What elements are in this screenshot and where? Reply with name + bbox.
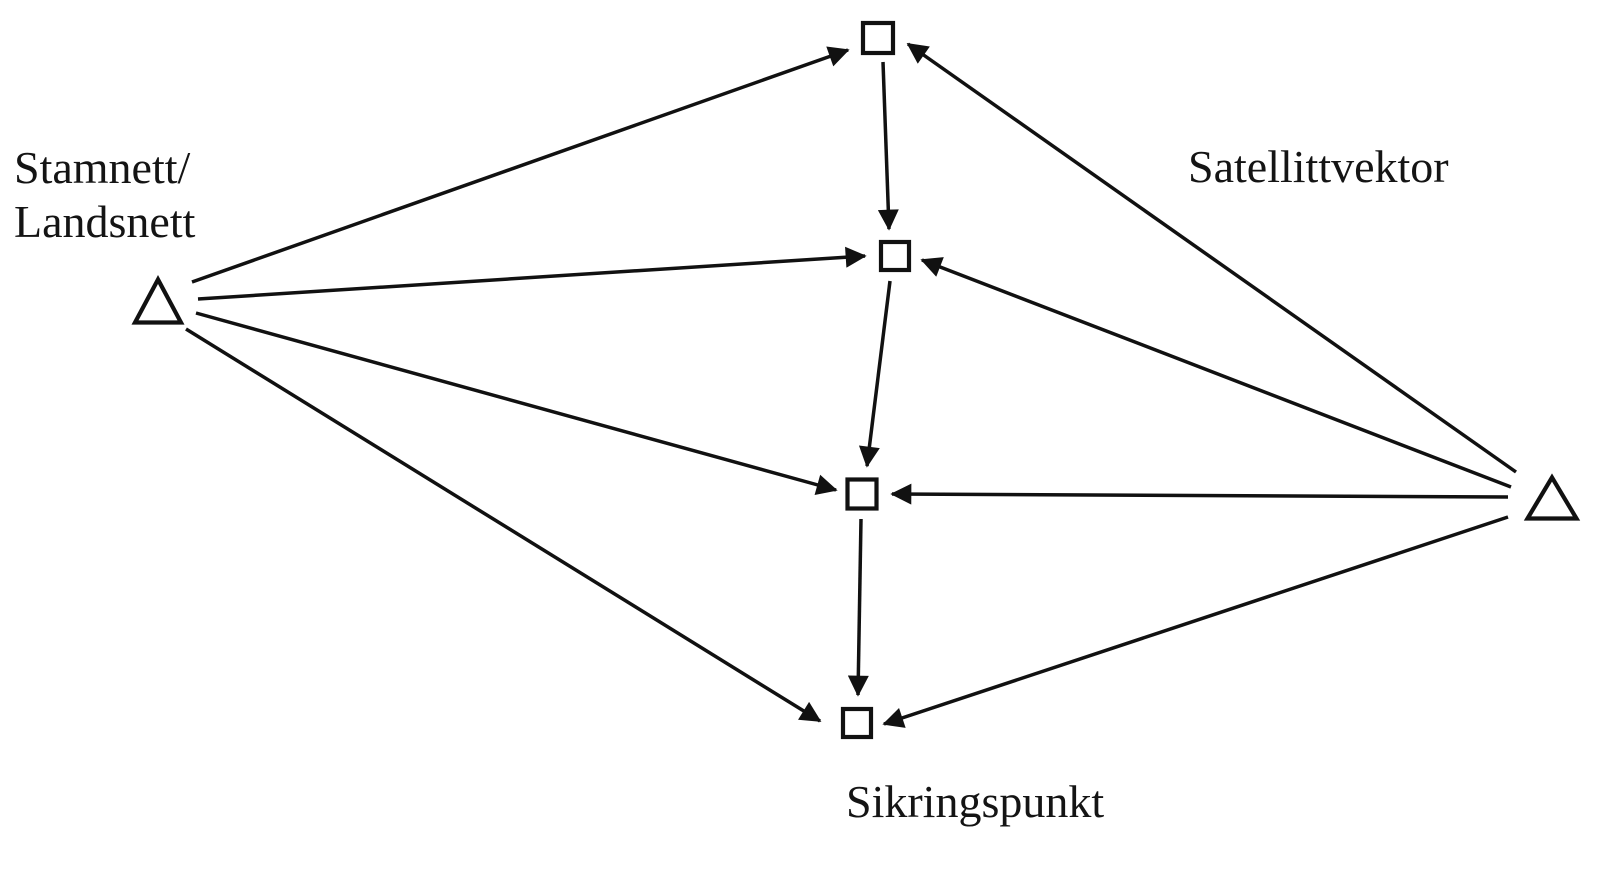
vector-arrow-triangle-right-to-square-3	[890, 483, 1509, 505]
vector-arrow-triangle-right-to-square-1	[906, 42, 1518, 474]
vector-arrow-triangle-right-to-square-2	[920, 257, 1512, 489]
label-satellittvektor: Satellittvektor	[1188, 141, 1449, 192]
label-sikringspunkt: Sikringspunkt	[846, 776, 1105, 827]
vector-arrow-square-3-to-square-4	[847, 518, 869, 697]
vector-edges-layer	[185, 42, 1518, 728]
securing-point-square-4	[840, 706, 874, 740]
securing-point-square-1	[860, 20, 896, 56]
vector-arrow-triangle-left-to-square-4	[185, 327, 822, 723]
vector-arrow-triangle-left-to-square-3	[195, 311, 838, 495]
known-point-triangle-left	[131, 275, 185, 325]
vector-arrow-square-1-to-square-2	[877, 61, 899, 231]
vector-arrow-square-2-to-square-3	[858, 280, 892, 468]
vector-arrow-triangle-right-to-square-4	[882, 515, 1509, 728]
vector-arrow-triangle-left-to-square-1	[191, 46, 850, 284]
vector-arrow-triangle-left-to-square-2	[197, 246, 867, 301]
label-stamnett-line1: Stamnett/	[14, 142, 191, 193]
securing-point-square-2	[878, 239, 912, 273]
securing-point-square-3	[845, 477, 879, 511]
known-point-triangle-right	[1523, 473, 1581, 521]
survey-points-layer	[131, 20, 1581, 740]
label-stamnett-line2: Landsnett	[14, 196, 196, 247]
label-stamnett-landsnett: Stamnett/ Landsnett	[14, 141, 195, 249]
